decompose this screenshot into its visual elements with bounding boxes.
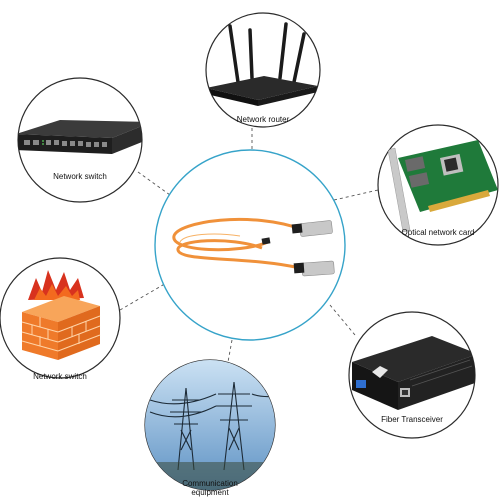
connector-communication bbox=[227, 339, 233, 363]
label-router: Network router bbox=[236, 115, 290, 124]
fiber-transceiver-icon bbox=[352, 336, 475, 410]
label-communication-line1: Communication bbox=[182, 479, 238, 488]
label-firewall: Network switch bbox=[33, 372, 87, 381]
node-communication-equipment[interactable] bbox=[140, 355, 280, 495]
optical-network-card-icon bbox=[387, 140, 498, 233]
label-network-switch: Network switch bbox=[53, 172, 107, 181]
fiber-optic-cable-icon bbox=[172, 217, 335, 277]
node-optical-network-card[interactable] bbox=[377, 124, 499, 246]
label-fiber-transceiver: Fiber Transceiver bbox=[381, 415, 443, 424]
connector-optical-card bbox=[333, 189, 379, 201]
network-switch-icon bbox=[18, 120, 142, 154]
node-firewall[interactable] bbox=[0, 257, 121, 379]
node-network-switch[interactable] bbox=[16, 77, 152, 203]
label-communication-line2: equipment bbox=[191, 488, 229, 497]
connector-switch bbox=[137, 171, 171, 196]
center-node bbox=[154, 149, 346, 341]
node-fiber-transceiver[interactable] bbox=[348, 311, 478, 439]
power-tower-icon bbox=[145, 360, 275, 490]
label-optical-network-card: Optical network card bbox=[401, 228, 475, 237]
firewall-icon bbox=[21, 270, 101, 360]
connector-lines bbox=[119, 128, 379, 363]
connector-transceiver bbox=[329, 304, 356, 336]
connector-firewall bbox=[119, 281, 169, 311]
node-router[interactable] bbox=[205, 12, 321, 128]
wifi-router-icon bbox=[206, 22, 318, 106]
